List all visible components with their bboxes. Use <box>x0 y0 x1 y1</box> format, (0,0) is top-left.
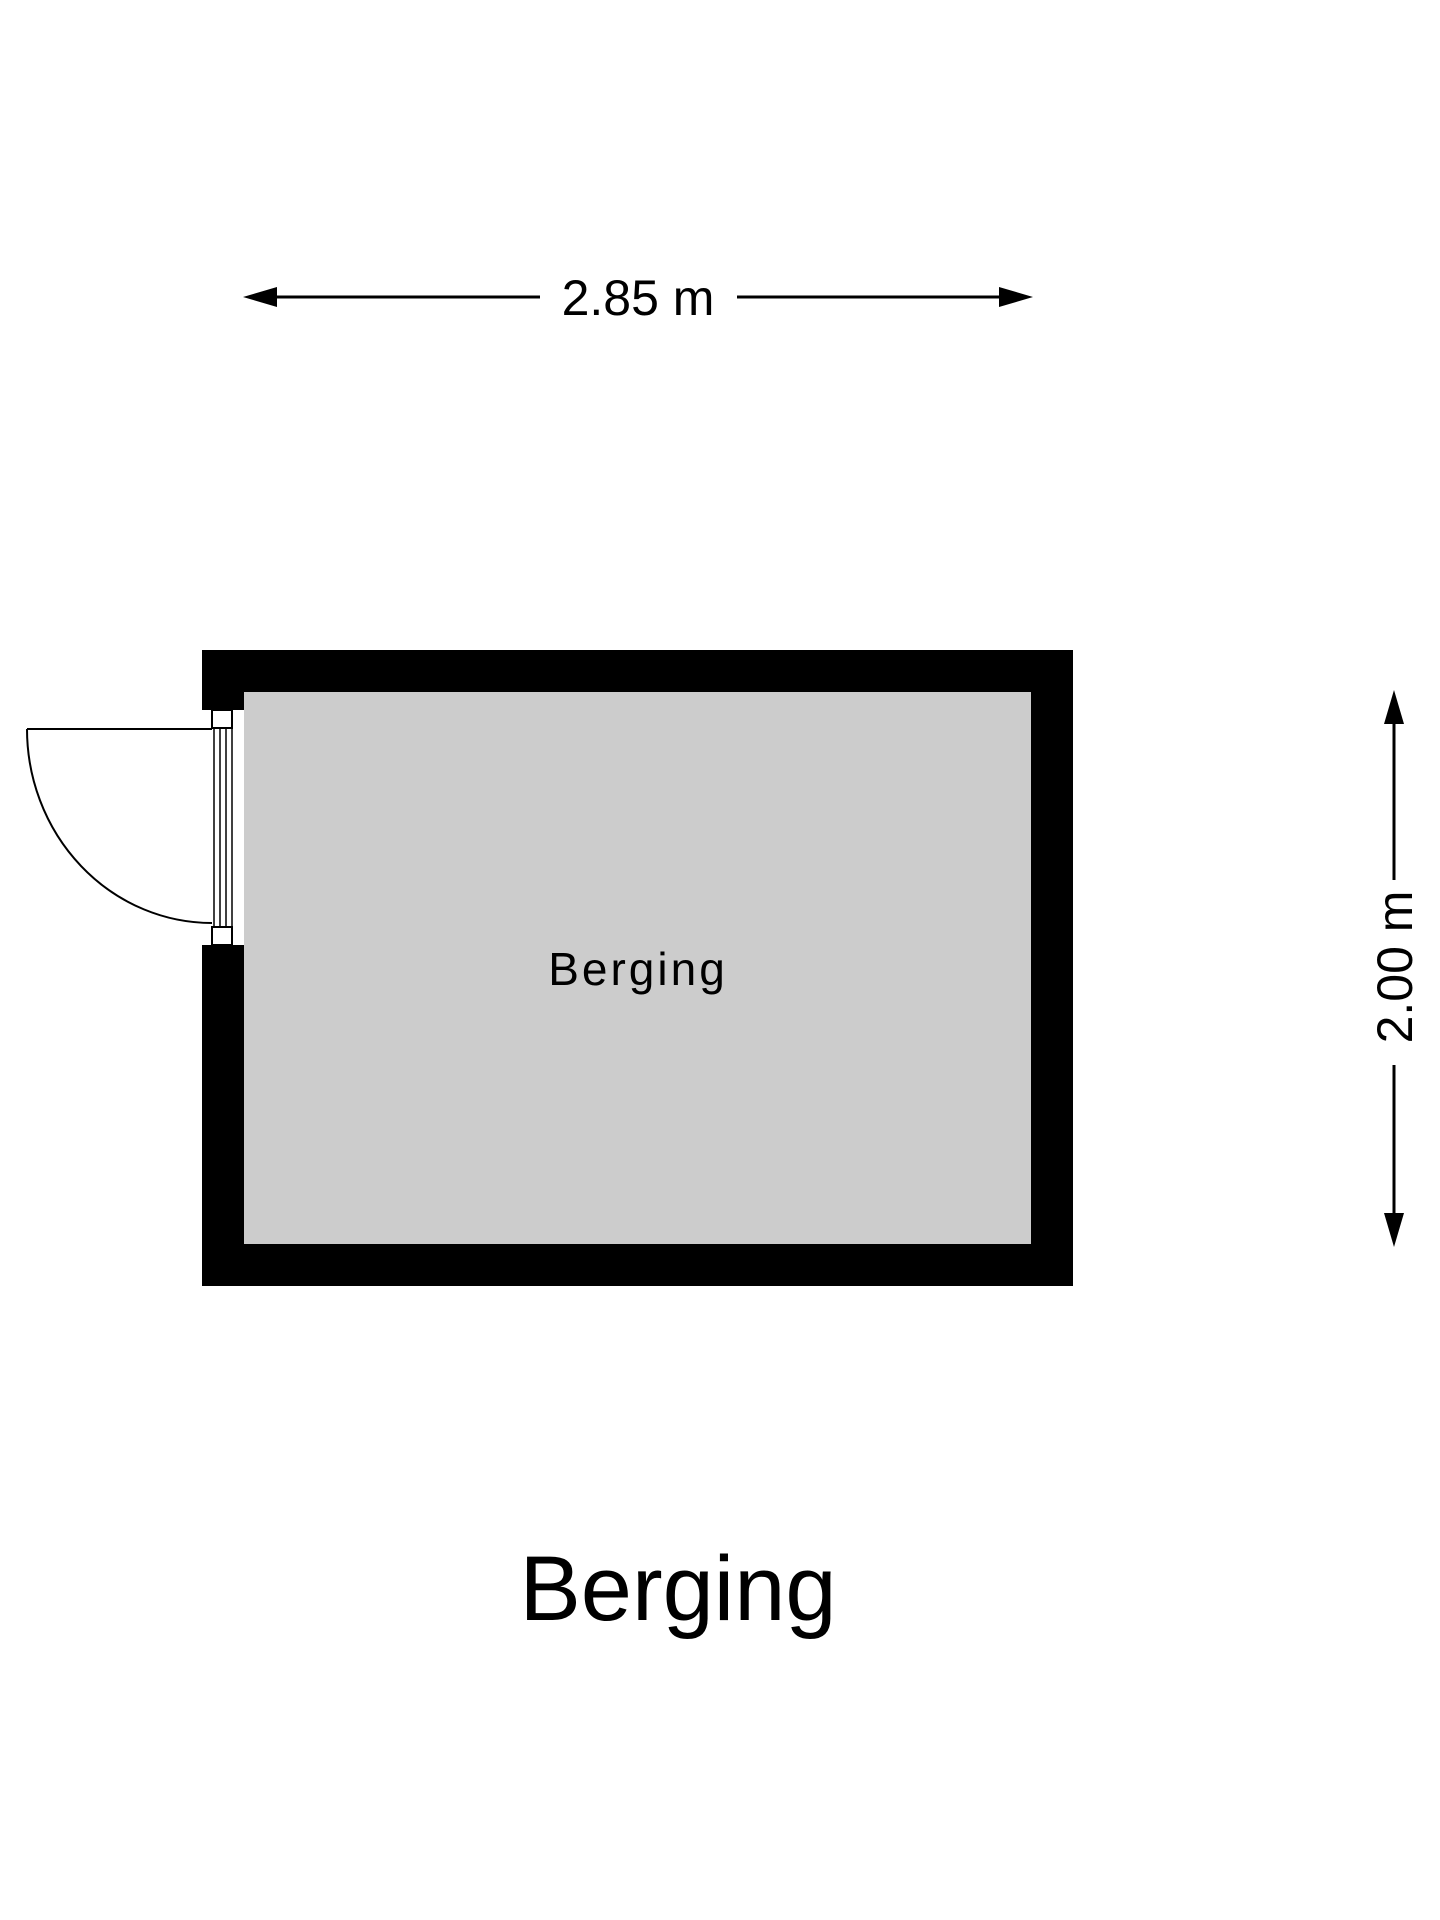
room-walls <box>202 650 1073 1286</box>
wall-left-lower <box>202 945 244 1286</box>
door-frame-top <box>211 709 233 729</box>
plan-title: Berging <box>519 1538 836 1640</box>
height-dimension: 2.00 m <box>1367 690 1423 1247</box>
arrow-up-icon <box>1384 690 1404 724</box>
arrow-down-icon <box>1384 1213 1404 1247</box>
room-floor <box>244 692 1031 1244</box>
arrow-left-icon <box>243 287 277 307</box>
wall-bottom <box>202 1244 1073 1286</box>
width-dimension-label: 2.85 m <box>562 270 715 326</box>
room-label: Berging <box>548 943 728 995</box>
door <box>26 709 233 946</box>
width-dimension: 2.85 m <box>243 270 1033 326</box>
wall-left-upper <box>202 650 244 710</box>
wall-right <box>1031 650 1073 1286</box>
height-dimension-label: 2.00 m <box>1367 891 1423 1044</box>
wall-top <box>202 650 1073 692</box>
arrow-right-icon <box>999 287 1033 307</box>
door-frame-bottom <box>211 926 233 946</box>
door-swing-arc <box>26 728 213 924</box>
